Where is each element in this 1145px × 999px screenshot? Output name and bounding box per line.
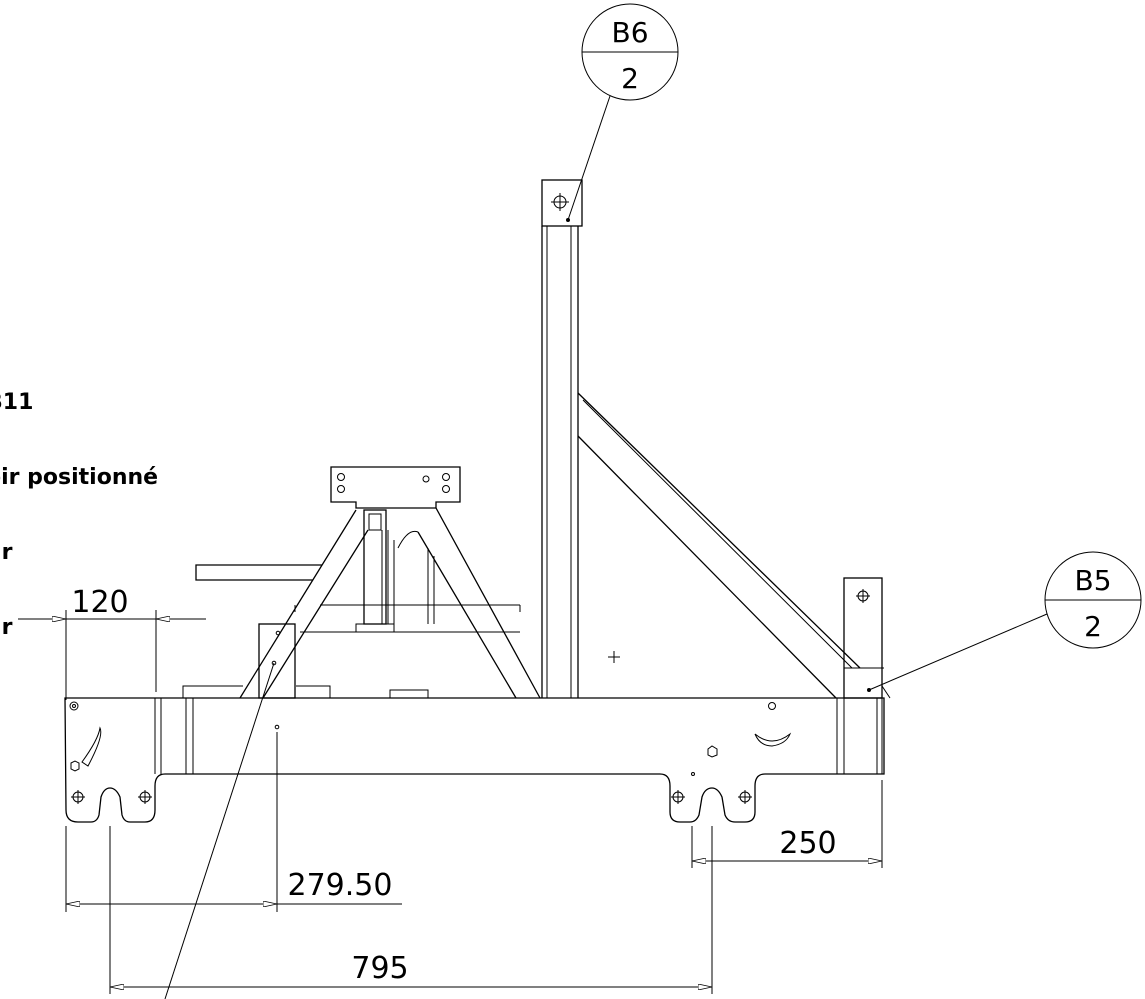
note-line-4: ur xyxy=(0,615,13,640)
foot-holes-right xyxy=(671,790,752,804)
right-post xyxy=(843,577,891,699)
dimension-795-label: 795 xyxy=(351,951,408,986)
balloon-b5-top: B5 xyxy=(1074,564,1111,597)
note-line-2: oir positionné xyxy=(0,465,159,490)
dimension-795: 795 xyxy=(109,826,713,994)
dimension-279-label: 279.50 xyxy=(288,868,393,903)
note-line-1: B11 xyxy=(0,390,34,415)
dimension-120-label: 120 xyxy=(71,585,128,620)
foot-holes-left xyxy=(71,790,152,804)
note-line-3: ur xyxy=(0,540,13,565)
balloon-b5-bottom: 2 xyxy=(1084,610,1102,643)
dimension-279: 279.50 xyxy=(65,732,402,912)
balloon-b5: B5 2 xyxy=(867,551,1142,692)
leader-line xyxy=(164,662,275,999)
balloon-b6-bottom: 2 xyxy=(621,62,639,95)
balloon-b6: B6 2 xyxy=(566,3,679,222)
dimension-120: 120 xyxy=(18,585,206,700)
dimension-250-label: 250 xyxy=(779,826,836,861)
diagonal-brace xyxy=(577,392,884,699)
assembly-note: B11 oir positionné ur ur xyxy=(0,340,240,665)
tall-upright xyxy=(541,179,583,698)
balloon-b6-top: B6 xyxy=(611,16,648,49)
a-frame xyxy=(182,466,541,699)
main-beam xyxy=(64,697,885,823)
dimension-250: 250 xyxy=(691,780,883,868)
